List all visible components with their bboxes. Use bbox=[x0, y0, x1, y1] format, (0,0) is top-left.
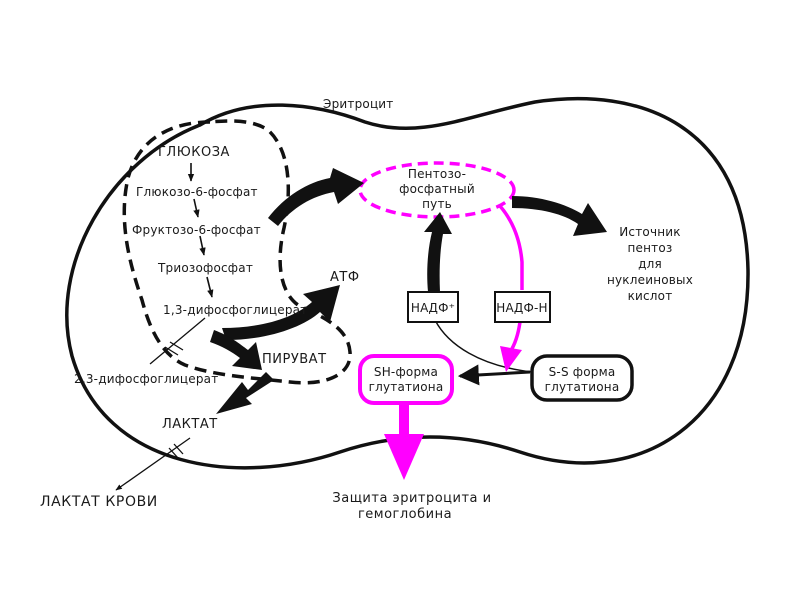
membrane-tick-1 bbox=[168, 447, 179, 459]
sh-glutathione-box bbox=[358, 354, 454, 405]
bpg23-label: 2,3-дифосфоглицерат bbox=[74, 372, 218, 386]
protection-label-2: гемоглобина bbox=[358, 507, 452, 522]
branch-13bpg-to-23bpg bbox=[149, 317, 206, 365]
g6p-label: Глюкозо-6-фосфат bbox=[136, 185, 258, 199]
pentose-source-5: кислот bbox=[628, 289, 673, 303]
big-arrow-to-pyruvate bbox=[210, 330, 262, 370]
pentose-source-3: для bbox=[638, 257, 662, 271]
big-arrow-ppp-to-pentose bbox=[512, 196, 607, 236]
triose-label: Триозофосфат bbox=[157, 261, 253, 275]
ppp-label-1: Пентозо- bbox=[408, 167, 466, 181]
nadp-box bbox=[407, 291, 459, 323]
link-nadp-to-sh bbox=[434, 319, 533, 373]
arrow-ss-to-sh bbox=[457, 364, 531, 386]
ss-glutathione-box bbox=[530, 354, 634, 402]
cell-label: Эритроцит bbox=[323, 97, 394, 111]
pentose-source-1: Источник bbox=[619, 225, 681, 239]
magenta-arrow-nadph-to-sh bbox=[508, 321, 522, 353]
protection-label-1: Защита эритроцита и bbox=[332, 491, 491, 506]
glycolysis-dashed-outline bbox=[122, 119, 352, 385]
sh-label-1: SH-форма bbox=[374, 365, 438, 379]
bpg13-label: 1,3-дифосфоглицерат bbox=[163, 303, 307, 317]
nadph-box bbox=[494, 291, 551, 323]
big-arrow-pyruvate-to-lactate bbox=[216, 372, 274, 414]
big-arrow-to-atp bbox=[222, 285, 340, 340]
arrow-triose-to-13bpg bbox=[206, 276, 214, 298]
ss-label-2: глутатиона bbox=[545, 380, 620, 394]
magenta-arrowhead-protect bbox=[384, 434, 424, 480]
big-arrow-g6p-to-ppp bbox=[268, 168, 364, 226]
pentose-source-2: пентоз bbox=[628, 241, 673, 255]
f6p-label: Фруктозо-6-фосфат bbox=[132, 223, 261, 237]
magenta-arrow-ppp-to-sh bbox=[498, 204, 524, 290]
lactate-label: ЛАКТАТ bbox=[162, 417, 218, 432]
arrow-lactate-to-blood bbox=[115, 437, 191, 491]
nadp-label: НАДФ⁺ bbox=[411, 301, 455, 315]
arrow-f6p-to-triose bbox=[199, 235, 206, 256]
atp-label: АТФ bbox=[330, 270, 360, 285]
arrow-nadp-to-ppp bbox=[424, 212, 452, 292]
arrow-g6p-to-f6p bbox=[193, 198, 200, 218]
ppp-label-2: фосфатный bbox=[399, 182, 475, 196]
ss-label-1: S-S форма bbox=[549, 365, 616, 379]
lactate-blood-label: ЛАКТАТ КРОВИ bbox=[40, 494, 158, 510]
membrane-tick-2 bbox=[173, 443, 184, 455]
pyruvate-label: ПИРУВАТ bbox=[262, 352, 327, 367]
glucose-label: ГЛЮКОЗА bbox=[158, 145, 230, 160]
branch-tick-2 bbox=[164, 346, 179, 356]
magenta-arrow-shaft-protect bbox=[399, 404, 409, 438]
magenta-arrowhead-sh bbox=[500, 346, 522, 372]
sh-label-2: глутатиона bbox=[369, 380, 444, 394]
branch-tick-1 bbox=[169, 341, 184, 351]
nadph-label: НАДФ-Н bbox=[496, 301, 548, 315]
pentose-source-4: нуклеиновых bbox=[607, 273, 693, 287]
cell-membrane bbox=[65, 96, 750, 470]
ppp-label-3: путь bbox=[422, 197, 452, 211]
